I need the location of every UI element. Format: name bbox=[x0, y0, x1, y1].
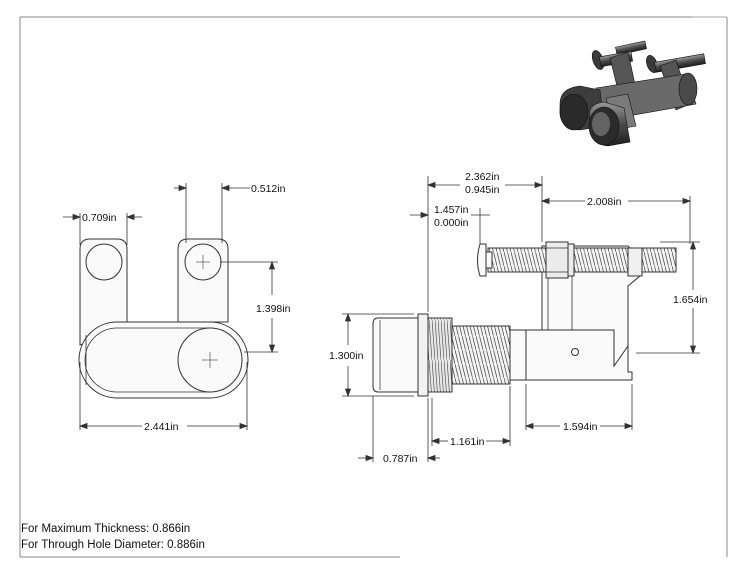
top-view-part bbox=[78, 238, 249, 399]
dim-top-span-a: 2.362in bbox=[465, 171, 500, 183]
dim-clamp-height: 1.654in bbox=[673, 294, 708, 306]
dim-top-right-width: 0.512in bbox=[251, 183, 286, 195]
top-view-dimension-labels: 0.709in 0.512in 1.398in 2.441in bbox=[82, 183, 291, 433]
isometric-render bbox=[559, 40, 706, 147]
dim-jaw-length: 1.594in bbox=[563, 421, 598, 433]
dim-knob-length: 0.787in bbox=[383, 453, 418, 465]
dim-screw-length: 2.008in bbox=[587, 196, 622, 208]
dim-top-left-width: 0.709in bbox=[82, 212, 117, 224]
dim-vertical-span: 1.398in bbox=[256, 303, 291, 315]
dim-offset-b: 0.000in bbox=[434, 217, 469, 229]
sheet-border bbox=[19, 16, 728, 558]
dim-thread-length: 1.161in bbox=[450, 436, 485, 448]
dim-top-span-b: 0.945in bbox=[465, 184, 500, 196]
top-view-dimension-lines bbox=[63, 183, 278, 430]
dim-offset-a: 1.457in bbox=[434, 204, 469, 216]
side-view-part bbox=[372, 241, 677, 397]
side-view-dimension-labels: 2.362in 0.945in 1.457in 0.000in 2.008in … bbox=[329, 171, 708, 465]
note-max-thickness: For Maximum Thickness: 0.866in bbox=[21, 523, 191, 535]
top-view-centerlines bbox=[196, 255, 218, 368]
dim-overall-width: 2.441in bbox=[144, 421, 179, 433]
side-view-dimension-lines bbox=[342, 176, 700, 462]
note-through-hole-diameter: For Through Hole Diameter: 0.886in bbox=[21, 539, 205, 551]
dim-knob-height: 1.300in bbox=[329, 350, 364, 362]
